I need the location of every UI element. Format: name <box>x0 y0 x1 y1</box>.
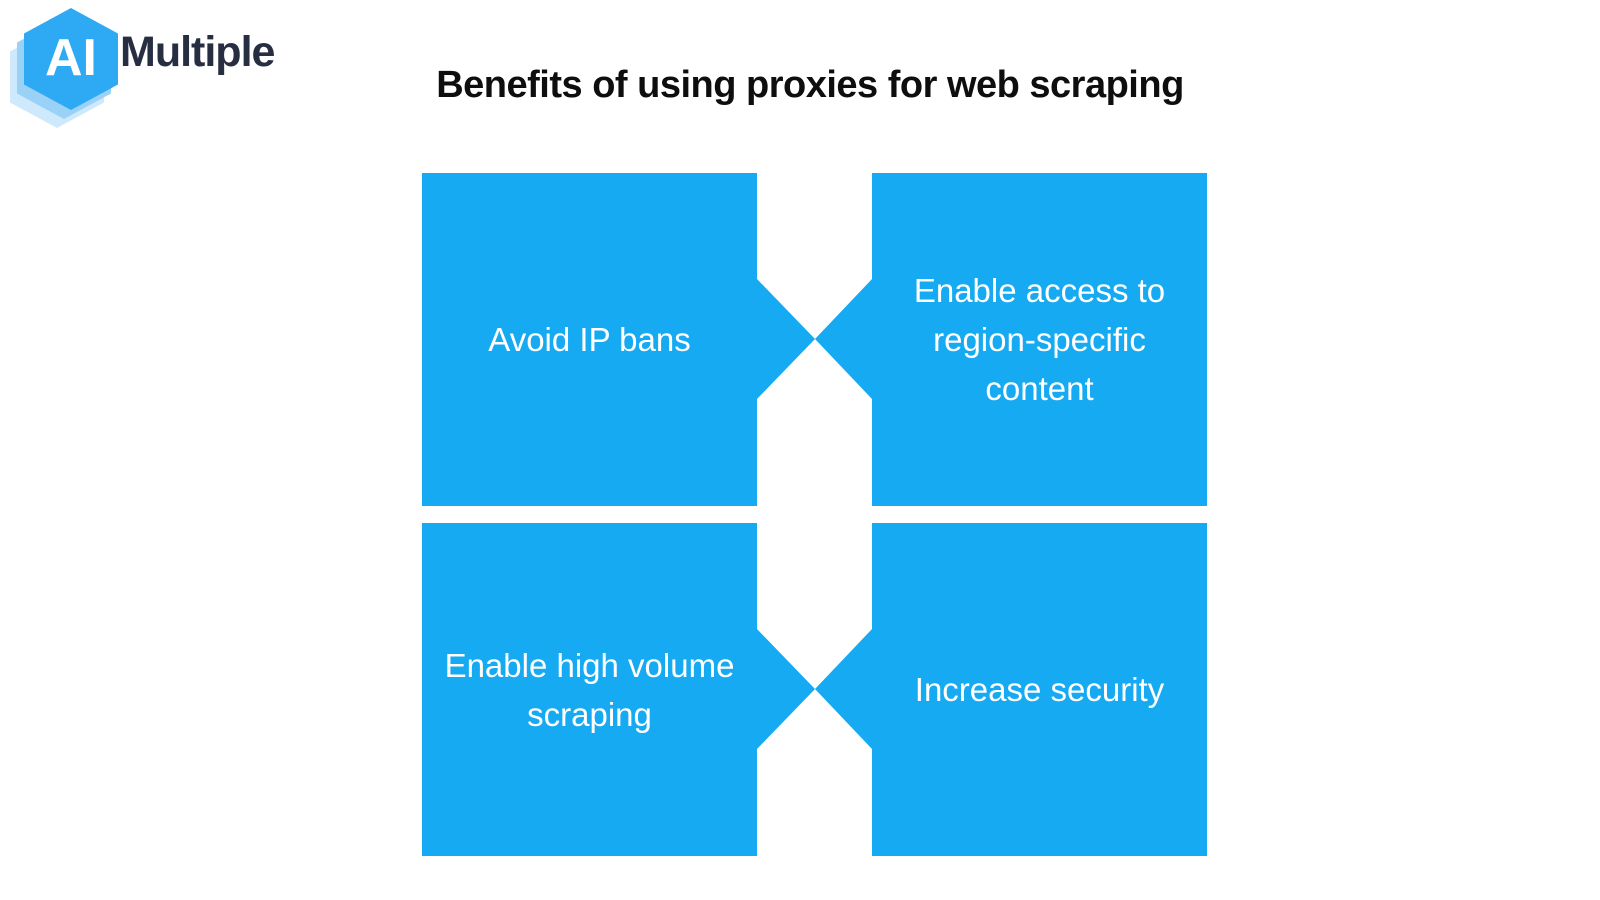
logo-wordmark: Multiple <box>120 28 275 76</box>
benefit-box-high-volume-scraping: Enable high volume scraping <box>422 523 815 856</box>
benefit-box-increase-security: Increase security <box>815 523 1207 856</box>
benefit-box-avoid-ip-bans: Avoid IP bans <box>422 173 815 506</box>
benefit-box-inner: Increase security <box>872 523 1207 856</box>
page-title: Benefits of using proxies for web scrapi… <box>436 64 1184 106</box>
benefit-label-high-volume-scraping: Enable high volume scraping <box>444 646 735 733</box>
aimultiple-logo: AI Multiple <box>8 6 338 128</box>
benefit-box-inner: Enable access to region-specific content <box>872 173 1207 506</box>
logo-hexagon: AI <box>8 6 120 128</box>
benefit-box-inner: Avoid IP bans <box>422 173 757 506</box>
benefit-box-inner: Enable high volume scraping <box>422 523 757 856</box>
benefit-box-region-specific-content: Enable access to region-specific content <box>815 173 1207 506</box>
benefit-label-region-specific-content: Enable access to region-specific content <box>913 272 1166 407</box>
logo-ai-text: AI <box>45 29 97 87</box>
benefit-label-avoid-ip-bans: Avoid IP bans <box>488 321 691 358</box>
benefit-label-increase-security: Increase security <box>914 671 1165 708</box>
